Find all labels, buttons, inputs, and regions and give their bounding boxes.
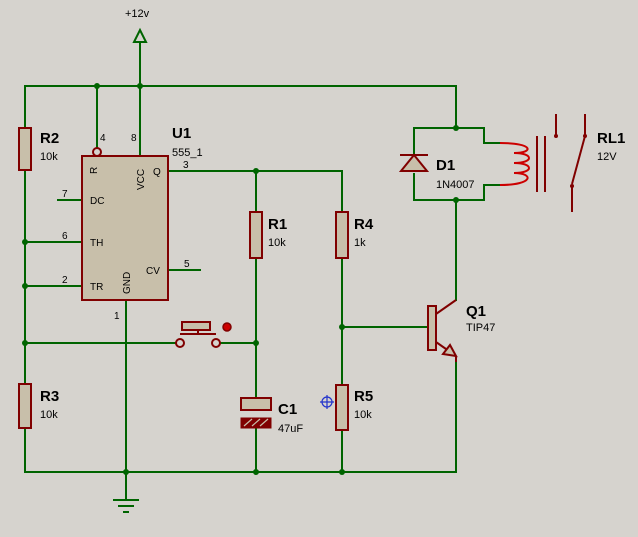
probe-crosshair-icon — [320, 395, 334, 409]
r5-ref: R5 — [354, 388, 373, 405]
u1-pin-number-4: 4 — [100, 133, 106, 144]
power-supply-terminal[interactable]: +12v — [125, 8, 150, 43]
u1-pin-number-8: 8 — [131, 133, 137, 144]
u1-pin-number-1: 1 — [114, 311, 120, 322]
u1-pin-number-5: 5 — [184, 259, 190, 270]
r2-value: 10k — [40, 151, 58, 163]
push-button-switch[interactable] — [175, 321, 232, 348]
r4-value: 1k — [354, 237, 366, 249]
u1-pin-gnd: GND — [122, 272, 133, 294]
u1-pin-number-2: 2 — [62, 275, 68, 286]
junctions — [22, 83, 459, 475]
c1-value: 47uF — [278, 423, 303, 435]
u1-pin-q: Q — [153, 167, 161, 178]
u1-pin-th: TH — [90, 238, 103, 249]
r3-value: 10k — [40, 409, 58, 421]
q1-transistor[interactable]: Q1 TIP47 — [427, 299, 495, 362]
u1-pin-dc: DC — [90, 196, 104, 207]
r4-resistor[interactable]: R4 1k — [335, 211, 374, 259]
r2-resistor[interactable]: R2 10k — [18, 127, 59, 171]
r5-resistor[interactable]: R5 10k — [335, 384, 373, 431]
u1-pin-cv: CV — [146, 266, 160, 277]
rl1-relay[interactable]: RL1 12V — [499, 114, 625, 212]
r2-ref: R2 — [40, 130, 59, 147]
r3-ref: R3 — [40, 388, 59, 405]
u1-pin-number-6: 6 — [62, 231, 68, 242]
u1-pin-vcc: VCC — [136, 169, 147, 190]
r1-value: 10k — [268, 237, 286, 249]
r1-ref: R1 — [268, 216, 287, 233]
q1-value: TIP47 — [466, 322, 495, 334]
rl1-ref: RL1 — [597, 130, 625, 147]
u1-part: 555_1 — [172, 147, 203, 159]
d1-diode[interactable]: D1 1N4007 — [398, 153, 475, 191]
u1-pin-number-3: 3 — [183, 160, 189, 171]
u1-pin-number-7: 7 — [62, 189, 68, 200]
d1-ref: D1 — [436, 157, 455, 174]
reset-inversion-bubble — [92, 147, 102, 157]
r1-resistor[interactable]: R1 10k — [249, 211, 287, 259]
u1-ref: U1 — [172, 125, 191, 142]
switch-actuator-icon[interactable] — [222, 322, 232, 332]
r4-ref: R4 — [354, 216, 374, 233]
q1-ref: Q1 — [466, 303, 486, 320]
u1-pin-r: R — [89, 167, 100, 174]
wires — [24, 41, 501, 499]
u1-pin-tr: TR — [90, 282, 103, 293]
rl1-value: 12V — [597, 151, 617, 163]
r5-value: 10k — [354, 409, 372, 421]
c1-capacitor[interactable]: C1 47uF — [240, 397, 303, 435]
ground-symbol[interactable] — [113, 499, 139, 513]
c1-ref: C1 — [278, 401, 297, 418]
d1-value: 1N4007 — [436, 179, 475, 191]
r3-resistor[interactable]: R3 10k — [18, 383, 59, 429]
relay-coil-icon — [499, 142, 530, 186]
supply-label: +12v — [125, 8, 150, 20]
u1-555-timer[interactable]: U1 555_1 R VCC Q DC TH TR GND CV 4 8 3 7… — [62, 125, 203, 322]
